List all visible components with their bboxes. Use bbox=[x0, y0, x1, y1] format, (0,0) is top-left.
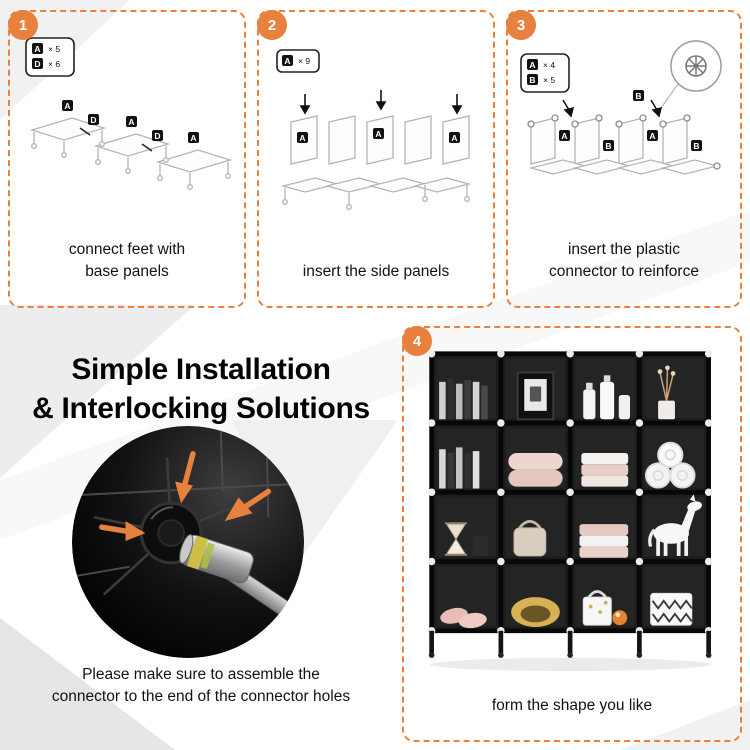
feature-note-line1: Please make sure to assemble the bbox=[82, 666, 320, 683]
insert-arrows bbox=[562, 99, 663, 118]
step-3-caption-line1: insert the plastic bbox=[567, 241, 680, 259]
step-1-badge: 1 bbox=[8, 10, 38, 40]
svg-text:A: A bbox=[64, 100, 70, 110]
svg-text:× 5: × 5 bbox=[48, 44, 60, 54]
svg-text:A: A bbox=[190, 132, 196, 142]
svg-text:A: A bbox=[649, 130, 655, 140]
step-3-badge: 3 bbox=[506, 10, 536, 40]
svg-text:B: B bbox=[605, 140, 611, 150]
parts-legend: A × 4 B × 5 bbox=[520, 52, 570, 93]
connector-detail-icon bbox=[660, 39, 722, 109]
step-4-card: 4 bbox=[402, 326, 742, 742]
step-1-illustration-area: A × 5 D × 6 bbox=[10, 12, 244, 239]
step-1-number: 1 bbox=[18, 16, 28, 34]
picture-frame-icon bbox=[516, 371, 555, 421]
svg-text:× 9: × 9 bbox=[298, 56, 310, 66]
bottles-icon bbox=[583, 375, 631, 420]
handbag-icon bbox=[513, 520, 547, 557]
feature-title-line2: & Interlocking Solutions bbox=[32, 392, 370, 425]
books-icon bbox=[439, 447, 480, 489]
step-3-caption-line2: connector to reinforce bbox=[549, 262, 699, 280]
step-3-number: 3 bbox=[516, 16, 526, 34]
svg-text:D: D bbox=[34, 58, 40, 68]
feature-title: Simple Installation & Interlocking Solut… bbox=[0, 350, 402, 428]
slippers-icon bbox=[440, 608, 487, 629]
svg-text:A: A bbox=[128, 116, 134, 126]
svg-text:A: A bbox=[529, 59, 535, 69]
svg-text:A: A bbox=[451, 133, 457, 143]
svg-text:B: B bbox=[693, 140, 699, 150]
svg-text:D: D bbox=[90, 114, 96, 124]
connector-balls bbox=[427, 350, 713, 635]
feature-note: Please make sure to assemble the connect… bbox=[0, 664, 402, 708]
rolled-towels-icon bbox=[645, 442, 696, 489]
step-1-caption: connect feet with base panels bbox=[61, 239, 193, 306]
step-1-card: 1 A × 5 D × 6 bbox=[8, 10, 246, 308]
svg-text:B: B bbox=[529, 74, 535, 84]
assembled-frame-drawing bbox=[527, 113, 721, 175]
step-2-badge: 2 bbox=[257, 10, 287, 40]
feature-title-line1: Simple Installation bbox=[71, 353, 331, 386]
insert-arrows bbox=[79, 127, 153, 152]
step-3-caption: insert the plastic connector to reinforc… bbox=[541, 239, 707, 306]
svg-text:× 5: × 5 bbox=[543, 75, 555, 85]
folded-blankets-icon bbox=[579, 524, 629, 559]
horse-figurine-icon bbox=[648, 494, 702, 557]
parts-legend: A × 9 bbox=[276, 49, 320, 74]
hourglass-icon bbox=[444, 522, 488, 557]
hammer-connector-illustration bbox=[72, 426, 304, 658]
step-4-caption: form the shape you like bbox=[484, 695, 660, 740]
svg-text:A: A bbox=[561, 130, 567, 140]
svg-text:A: A bbox=[375, 129, 381, 139]
step-4-number: 4 bbox=[412, 332, 422, 350]
svg-text:A: A bbox=[284, 56, 290, 66]
pet-bed-icon bbox=[511, 597, 560, 628]
panel-part-labels: A A A bbox=[297, 128, 460, 144]
base-panels-drawing bbox=[29, 116, 233, 190]
step-1-illustration: A × 5 D × 6 bbox=[25, 36, 233, 190]
step-2-number: 2 bbox=[267, 16, 277, 34]
svg-text:D: D bbox=[154, 130, 160, 140]
panel-part-labels: A B A B B bbox=[559, 89, 702, 151]
step-4-illustration-area bbox=[404, 328, 740, 695]
geometric-basket-icon bbox=[650, 593, 693, 626]
step-2-caption-line1: insert the side panels bbox=[302, 262, 450, 280]
svg-text:× 4: × 4 bbox=[543, 60, 555, 70]
svg-text:A: A bbox=[299, 133, 305, 143]
step-2-illustration: A × 9 bbox=[276, 49, 472, 211]
step-1-caption-line2: base panels bbox=[85, 262, 169, 280]
step-3-illustration-area: A × 4 B × 5 bbox=[508, 12, 740, 239]
step-1-caption-line1: connect feet with bbox=[68, 241, 186, 259]
cube-organizer-photo bbox=[427, 350, 713, 672]
vase-icon bbox=[657, 365, 676, 420]
pillows-icon bbox=[508, 453, 563, 487]
side-panels-drawing bbox=[280, 115, 472, 211]
step-2-card: 2 A × 9 bbox=[257, 10, 495, 308]
books-icon bbox=[439, 378, 488, 420]
folded-clothes-icon bbox=[581, 453, 629, 487]
connector-closeup-photo bbox=[72, 426, 304, 658]
svg-text:B: B bbox=[635, 90, 641, 100]
step-2-caption: insert the side panels bbox=[295, 261, 457, 306]
step-3-illustration: A × 4 B × 5 bbox=[520, 39, 722, 175]
svg-text:× 6: × 6 bbox=[48, 59, 60, 69]
panel-part-labels: A D A D A bbox=[62, 99, 199, 143]
feature-note-line2: connector to the end of the connector ho… bbox=[51, 688, 351, 705]
parts-legend: A × 5 D × 6 bbox=[25, 36, 75, 77]
insert-down-arrows bbox=[299, 90, 463, 115]
svg-text:A: A bbox=[34, 43, 40, 53]
arrow-icons bbox=[99, 451, 272, 542]
step-2-illustration-area: A × 9 bbox=[259, 12, 493, 261]
step-4-caption-line1: form the shape you like bbox=[491, 696, 653, 714]
step-4-badge: 4 bbox=[402, 326, 432, 356]
tote-bag-icon bbox=[582, 590, 628, 626]
organizer-feet bbox=[428, 631, 712, 672]
step-3-card: 3 A × 4 B × 5 bbox=[506, 10, 742, 308]
